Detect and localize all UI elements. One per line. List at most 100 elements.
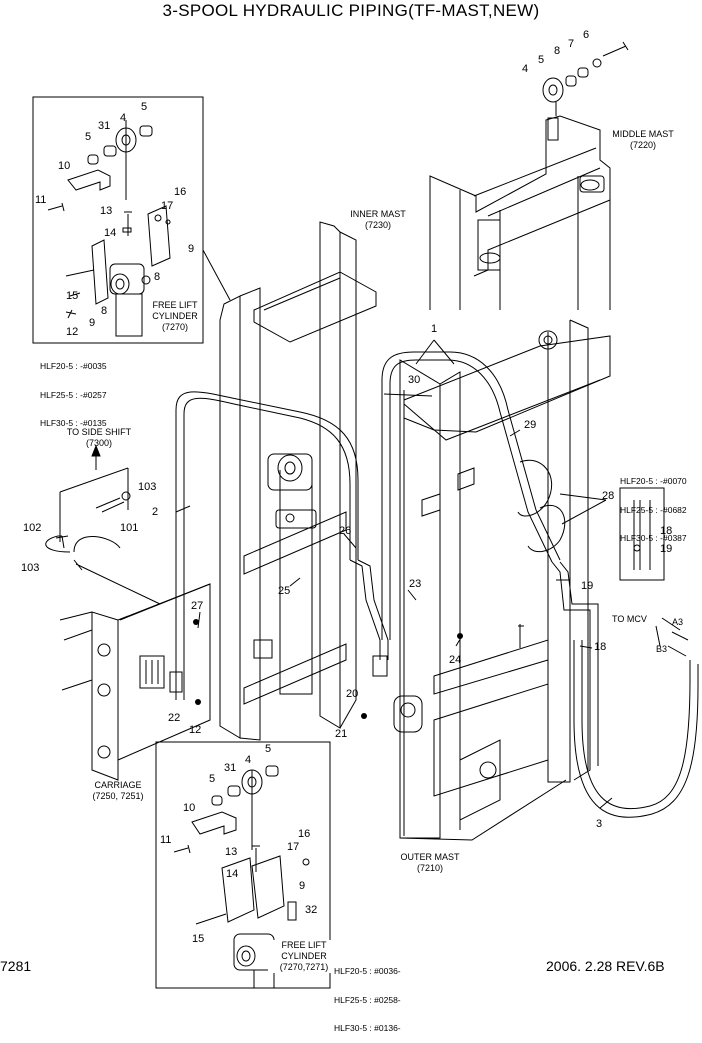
part-number: 13 — [225, 846, 238, 858]
revision-label: 2006. 2.28 REV.6B — [546, 958, 665, 974]
part-number: 23 — [409, 578, 422, 590]
part-number: 5 — [85, 131, 92, 143]
part-number: 32 — [305, 904, 318, 916]
part-number: 7 — [568, 38, 575, 50]
serial-line: HLF20-5 : #0036- — [334, 966, 401, 976]
right-inset-frame — [619, 487, 665, 581]
part-number: 14 — [104, 227, 117, 239]
outer-mast-number: (7210) — [416, 863, 443, 873]
part-number: 20 — [346, 688, 359, 700]
hose-3 — [581, 640, 691, 810]
part-number: 27 — [191, 600, 204, 612]
side-shift-hose-101 — [73, 536, 121, 553]
part-number: 16 — [298, 828, 311, 840]
part-number: 25 — [278, 585, 291, 597]
part-number: 103 — [21, 562, 40, 574]
free-lift-top-label: FREE LIFT — [152, 300, 198, 310]
part-number: 17 — [161, 200, 174, 212]
serial-line: HLF25-5 : #0258- — [334, 994, 401, 1005]
part-number: 9 — [299, 880, 306, 892]
side-shift-label: TO SIDE SHIFT — [66, 427, 132, 437]
top-inset-frame — [32, 96, 204, 344]
hose-1 — [381, 351, 561, 561]
outer-mast-label: OUTER MAST — [400, 852, 460, 862]
port-label: B3 — [656, 644, 668, 654]
outer-mast-crosshead — [403, 335, 611, 433]
part-number: 12 — [66, 326, 79, 338]
side-shift-hose-102 — [45, 535, 71, 553]
part-number: 8 — [554, 45, 561, 57]
part-number: 11 — [160, 834, 172, 846]
middle-mast-crosshead — [429, 115, 611, 310]
serial-line: HLF30-5 : -#0387 — [620, 533, 687, 543]
part-number: 8 — [101, 305, 108, 317]
lift-cylinder — [279, 470, 313, 695]
serial-line: HLF25-5 : -#0682 — [620, 504, 687, 515]
free-lift-bottom-label-2: CYLINDER — [281, 951, 327, 961]
part-number: 10 — [58, 160, 71, 172]
part-number: 4 — [522, 63, 529, 75]
part-number: 29 — [524, 419, 537, 431]
part-number: 21 — [335, 728, 348, 740]
part-number: 4 — [120, 112, 127, 124]
part-number: 5 — [209, 773, 216, 785]
free-lift-top-label-2: CYLINDER — [152, 311, 198, 321]
part-number: 10 — [183, 802, 196, 814]
middle-mast-number: (7220) — [629, 140, 656, 150]
part-number: 11 — [35, 194, 47, 206]
serial-line: HLF25-5 : -#0257 — [40, 389, 107, 400]
part-number: 26 — [339, 525, 352, 537]
part-number: 6 — [583, 29, 590, 41]
carriage-plate — [91, 611, 119, 781]
bottom-inset-frame — [155, 741, 331, 989]
part-number: 13 — [100, 205, 113, 217]
part-number: 24 — [449, 654, 462, 666]
free-lift-bottom-number: (7270,7271) — [279, 962, 329, 972]
part-number: 9 — [188, 243, 195, 255]
part-number: 15 — [66, 290, 79, 302]
serial-line: HLF20-5 : -#0035 — [40, 361, 107, 371]
part-number: 30 — [408, 374, 421, 386]
part-number: 8 — [154, 271, 161, 283]
port-label: A3 — [672, 617, 684, 627]
part-number: 12 — [189, 724, 202, 736]
part-number: 18 — [660, 525, 673, 537]
side-shift-number: (7300) — [85, 438, 112, 448]
hydraulic-piping-diagram — [32, 41, 699, 989]
part-number: 18 — [594, 641, 607, 653]
part-number: 1 — [431, 323, 438, 335]
part-number: 22 — [168, 712, 181, 724]
inner-mast-number: (7230) — [364, 220, 391, 230]
inner-mast-left-rail — [219, 295, 241, 739]
inner-mast-label: INNER MAST — [350, 209, 406, 219]
part-number: 2 — [152, 506, 159, 518]
middle-mast-label: MIDDLE MAST — [612, 129, 674, 139]
to-mcv-label: TO MCV — [612, 614, 647, 624]
part-number: 19 — [660, 543, 673, 555]
roller-part — [542, 77, 564, 103]
part-number: 16 — [174, 186, 187, 198]
page-title: 3-SPOOL HYDRAULIC PIPING(TF-MAST,NEW) — [162, 1, 540, 20]
part-number: 4 — [245, 754, 252, 766]
collar-part — [139, 125, 153, 137]
part-number: 5 — [538, 54, 545, 66]
part-number: 31 — [98, 120, 111, 132]
serial-line: HLF30-5 : -#0135 — [40, 418, 107, 428]
part-number: 19 — [581, 580, 594, 592]
part-number: 102 — [23, 522, 42, 534]
part-number: 14 — [226, 868, 239, 880]
part-number: 101 — [120, 522, 139, 534]
part-number: 15 — [192, 933, 205, 945]
hose-2 — [175, 391, 359, 640]
serial-line: HLF20-5 : -#0070 — [620, 476, 687, 486]
serial-line: HLF30-5 : #0136- — [334, 1023, 401, 1033]
page-number: 7281 — [0, 958, 32, 974]
part-number: 3 — [596, 818, 603, 830]
carriage-number: (7250, 7251) — [92, 791, 144, 801]
part-number: 5 — [141, 101, 148, 113]
free-lift-bottom-label: FREE LIFT — [281, 940, 327, 950]
plate-part — [147, 205, 171, 267]
part-number: 9 — [89, 317, 96, 329]
part-number: 103 — [138, 481, 157, 493]
part-number: 28 — [602, 490, 615, 502]
